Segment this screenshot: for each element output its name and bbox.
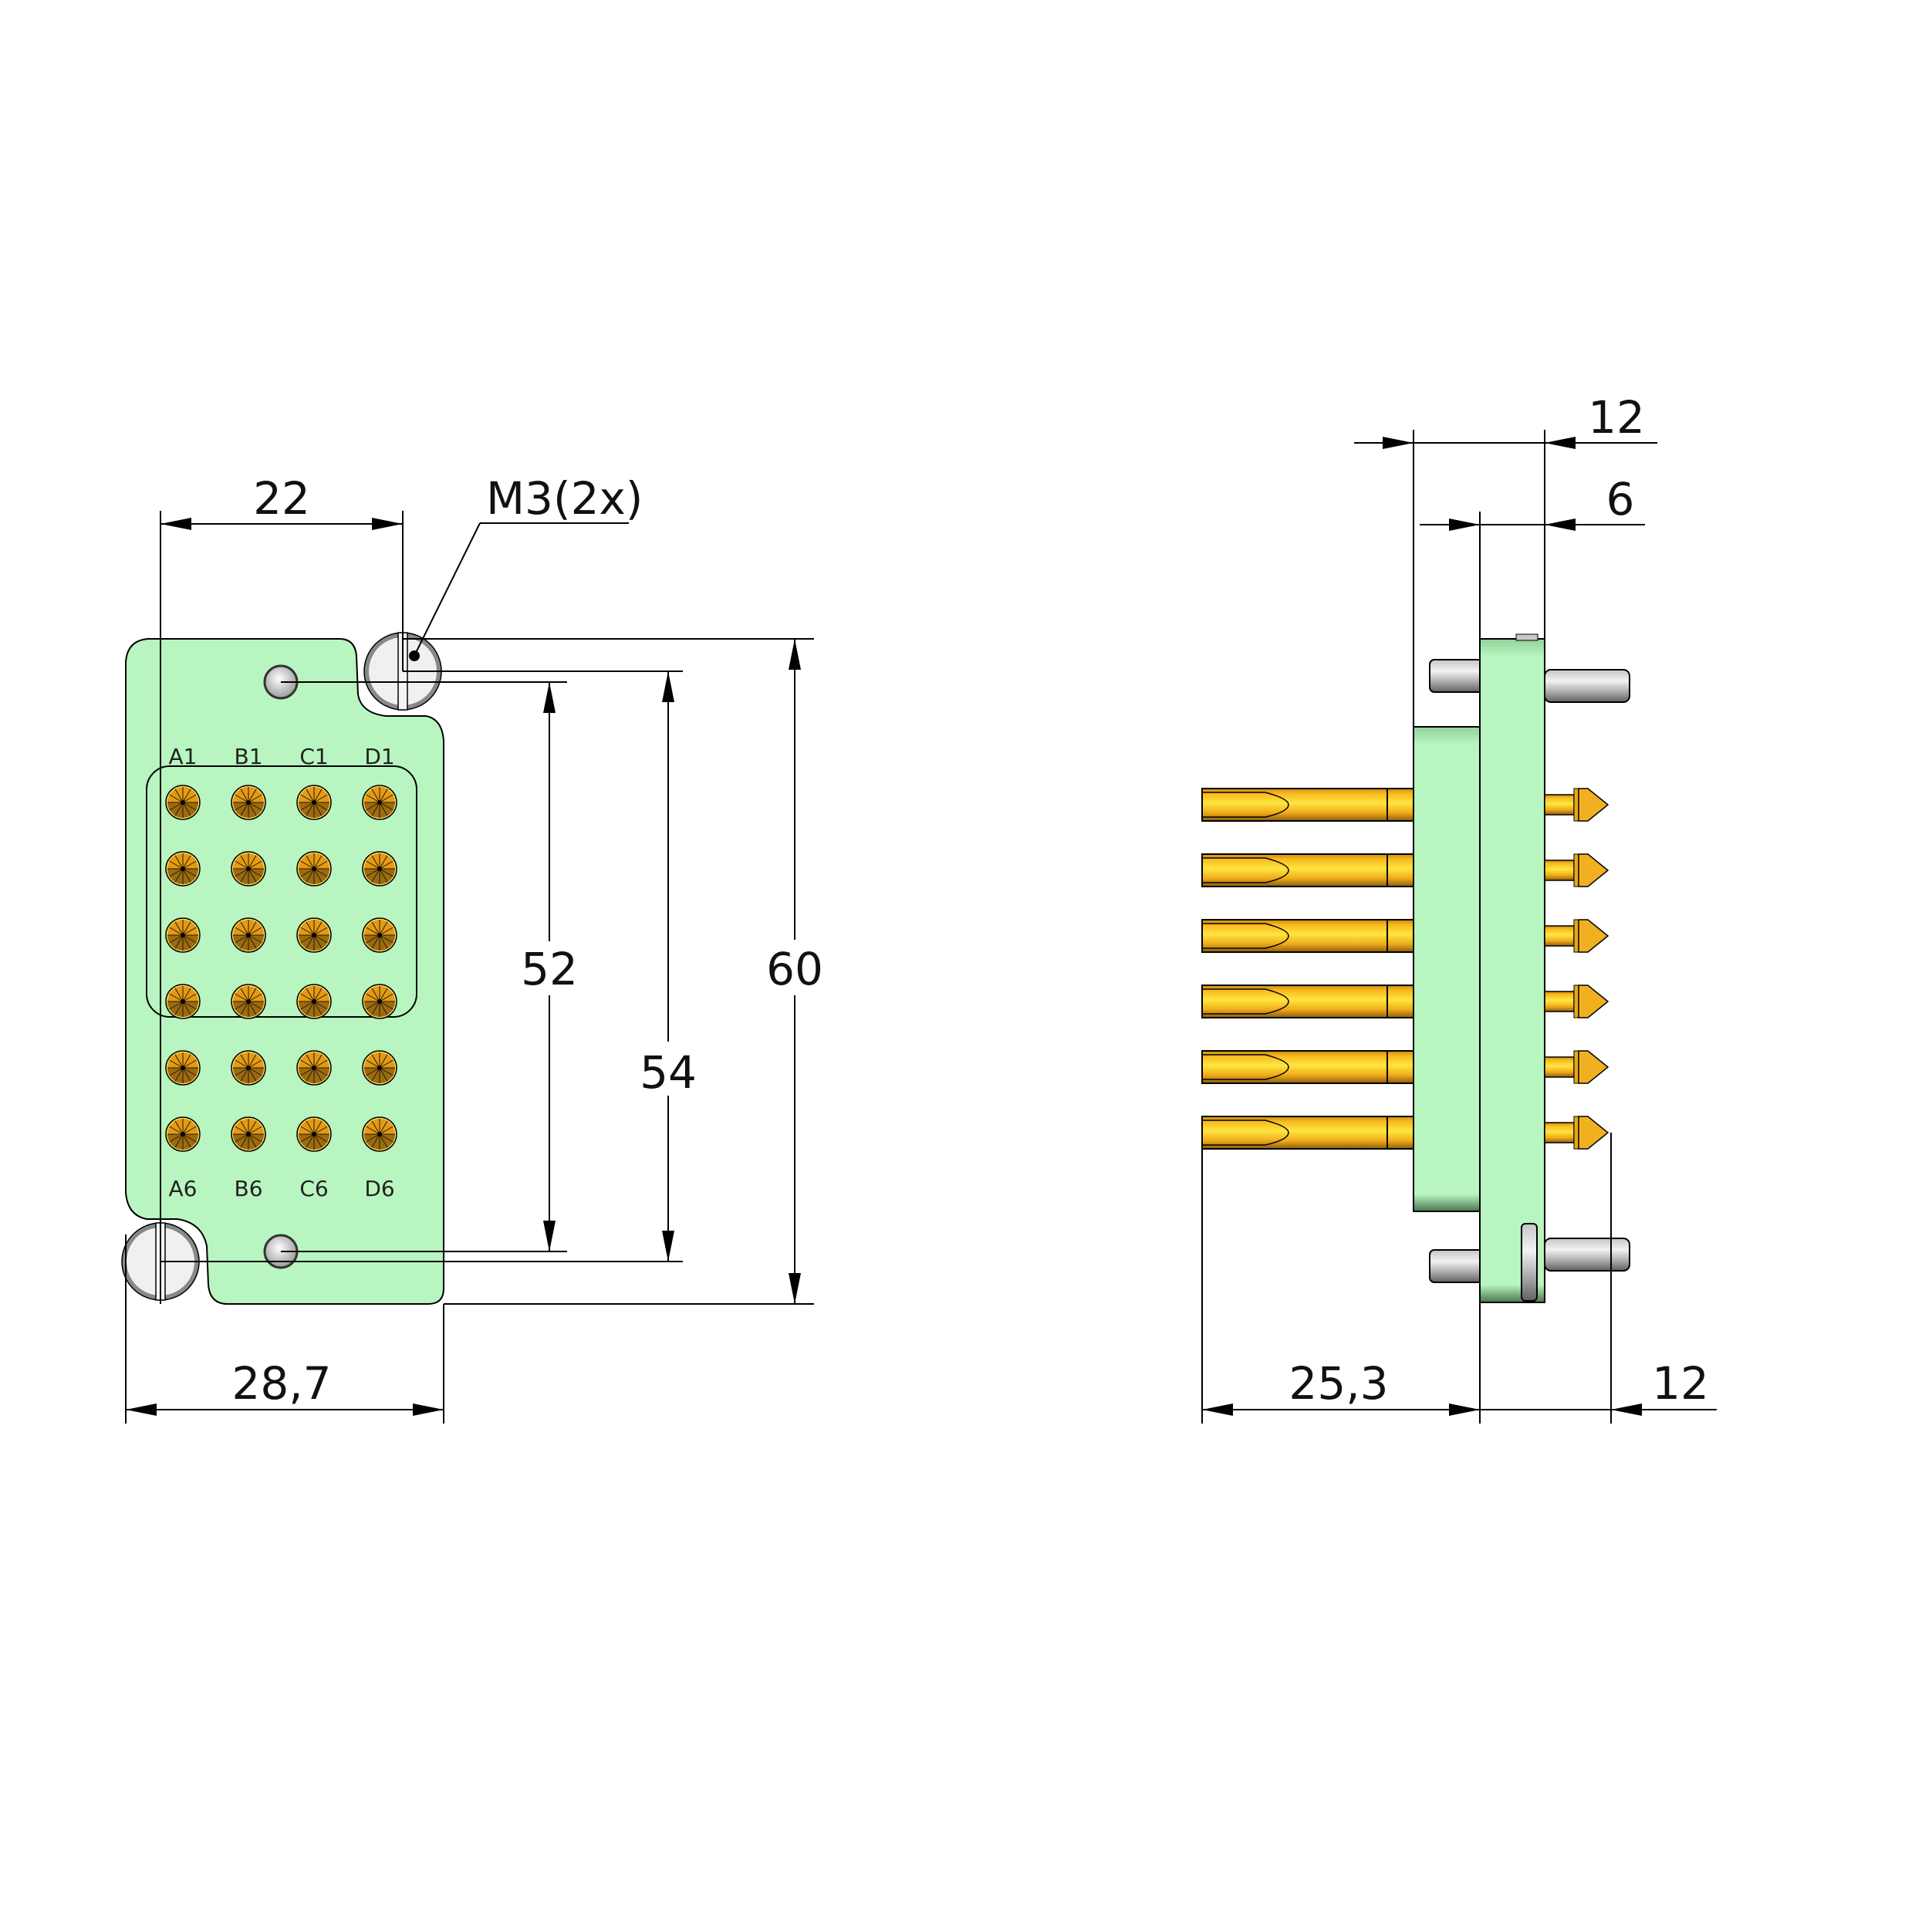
guide-pin-rear-top xyxy=(1429,659,1484,693)
front-view: A1 B1 C1 D1 A6 B6 C6 D6 22 M3(2x) 52 xyxy=(121,472,823,1424)
svg-text:52: 52 xyxy=(521,943,578,995)
dimension-top-12: 12 xyxy=(1354,391,1657,727)
contact-row-3 xyxy=(1201,919,1609,953)
screw-washer-bottom xyxy=(1521,1223,1538,1302)
svg-text:6: 6 xyxy=(1606,473,1635,525)
svg-text:12: 12 xyxy=(1652,1357,1709,1410)
contact-row-5 xyxy=(1201,1050,1609,1084)
svg-text:25,3: 25,3 xyxy=(1289,1357,1388,1410)
contact-row-4 xyxy=(1201,985,1609,1018)
front-housing xyxy=(125,638,444,1305)
side-view: 12 6 25,3 12 xyxy=(1201,391,1717,1424)
pin-label-d1: D1 xyxy=(364,744,394,769)
pin-label-b6: B6 xyxy=(234,1176,262,1201)
dimension-28-7: 28,7 xyxy=(125,1235,444,1424)
contact-row-2 xyxy=(1201,853,1609,887)
dimension-25-3: 25,3 xyxy=(1201,1132,1481,1424)
svg-text:12: 12 xyxy=(1588,391,1645,444)
guide-pin-front-top xyxy=(1544,669,1630,703)
guide-pin-front-bottom xyxy=(1544,1238,1630,1272)
side-housing-flange xyxy=(1479,638,1545,1303)
guide-pin-rear-bottom xyxy=(1429,1249,1484,1283)
dimension-top-6: 6 xyxy=(1420,473,1645,639)
svg-text:54: 54 xyxy=(640,1046,697,1099)
dimension-54: 54 xyxy=(160,670,697,1262)
contact-field-outline xyxy=(146,765,417,1018)
dimension-52: 52 xyxy=(281,681,578,1252)
contact-row-1 xyxy=(1201,788,1609,822)
thread-callout-m3: M3(2x) xyxy=(414,472,643,657)
svg-text:28,7: 28,7 xyxy=(231,1357,331,1410)
dimension-22: 22 xyxy=(160,472,404,1304)
pin-label-b1: B1 xyxy=(234,744,262,769)
pin-label-c6: C6 xyxy=(299,1176,328,1201)
pin-label-a1: A1 xyxy=(169,744,198,769)
dimension-bottom-12: 12 xyxy=(1480,1133,1717,1424)
pin-label-d6: D6 xyxy=(364,1176,394,1201)
pin-label-c1: C1 xyxy=(299,744,328,769)
svg-text:22: 22 xyxy=(253,472,310,525)
svg-text:60: 60 xyxy=(766,943,823,995)
contact-row-6 xyxy=(1201,1116,1609,1150)
dimension-60: 60 xyxy=(403,638,823,1305)
screw-head-top xyxy=(1515,633,1539,641)
svg-text:M3(2x): M3(2x) xyxy=(486,472,643,525)
pin-label-a6: A6 xyxy=(169,1176,198,1201)
side-contacts xyxy=(1201,788,1609,1150)
